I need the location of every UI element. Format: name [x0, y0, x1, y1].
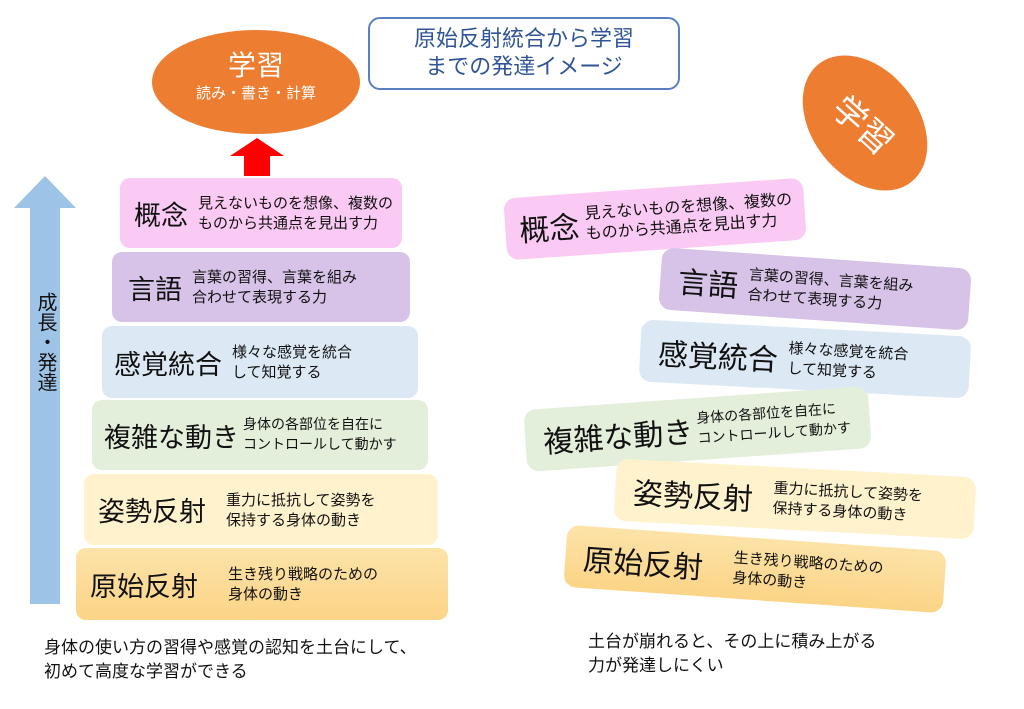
red-up-arrow-icon [230, 138, 284, 176]
desc-line: 身体の動き [228, 585, 304, 603]
title-box: 原始反射統合から学習 までの発達イメージ [368, 17, 680, 90]
level-desc: 重力に抵抗して姿勢を保持する身体の動き [772, 478, 923, 526]
growth-label: 成長・発達 [34, 292, 58, 392]
level-name: 姿勢反射 [98, 497, 206, 528]
level-name: 感覚統合 [114, 349, 222, 381]
desc-line: 言葉の習得、言葉を組み [192, 268, 358, 286]
level-desc: 生き残り戦略のための身体の動き [732, 548, 884, 598]
level-desc: 様々な感覚を統合して知覚する [232, 342, 352, 382]
level-name: 感覚統合 [657, 337, 779, 379]
learning-ellipse-tilted: 学習 [777, 31, 953, 215]
desc-line: して知覚する [232, 363, 322, 381]
level-desc: 生き残り戦略のための身体の動き [228, 564, 378, 604]
desc-line: 身体の各部位を自在に [243, 417, 383, 433]
learning-label: 学習 [227, 49, 284, 82]
level-name: 姿勢反射 [632, 476, 754, 518]
level-name: 概念 [134, 200, 188, 232]
level-language: 言語 言葉の習得、言葉を組み合わせて表現する力 [112, 252, 410, 322]
caption-line: 土台が崩れると、その上に積み上がる [588, 632, 877, 652]
desc-line: コントロールして動かす [243, 437, 397, 453]
level-name: 複雑な動き [104, 422, 239, 454]
caption-right: 土台が崩れると、その上に積み上がる 力が発達しにくい [588, 630, 876, 678]
level-complex-movement: 複雑な動き 身体の各部位を自在にコントロールして動かす [92, 400, 428, 470]
desc-line: 様々な感覚を統合 [232, 343, 353, 361]
collapsed-primitive-reflex: 原始反射 生き残り戦略のための身体の動き [563, 524, 947, 614]
level-desc: 様々な感覚を統合して知覚する [787, 338, 909, 384]
learning-label: 学習 [824, 87, 902, 164]
collapsed-postural-reflex: 姿勢反射 重力に抵抗して姿勢を保持する身体の動き [613, 458, 977, 540]
collapsed-complex-movement: 複雑な動き 身体の各部位を自在にコントロールして動かす [523, 386, 872, 472]
title-line2: までの発達イメージ [425, 55, 623, 80]
desc-line: 重力に抵抗して姿勢を [226, 490, 376, 509]
level-desc: 見えないものを想像、複数のものから共通点を見出す力 [584, 189, 794, 243]
caption-left: 身体の使い方の習得や感覚の認知を土台にして、 初めて高度な学習ができる [44, 636, 417, 684]
level-desc: 重力に抵抗して姿勢を保持する身体の動き [226, 490, 376, 530]
level-desc: 身体の各部位を自在にコントロールして動かす [243, 415, 397, 455]
level-sensory-integration: 感覚統合 様々な感覚を統合して知覚する [102, 326, 418, 398]
learning-ellipse: 学習 読み・書き・計算 [152, 30, 360, 134]
level-postural-reflex: 姿勢反射 重力に抵抗して姿勢を保持する身体の動き [84, 474, 438, 545]
desc-line: 合わせて表現する力 [192, 288, 328, 306]
level-concept: 概念 見えないものを想像、複数のものから共通点を見出す力 [120, 178, 402, 248]
title-line1: 原始反射統合から学習 [413, 27, 634, 52]
level-name: 言語 [128, 274, 182, 306]
caption-line: 初めて高度な学習ができる [44, 662, 248, 682]
level-name: 原始反射 [90, 571, 198, 603]
caption-line: 力が発達しにくい [588, 656, 724, 676]
caption-line: 身体の使い方の習得や感覚の認知を土台にして、 [44, 638, 417, 658]
desc-line: ものから共通点を見出す力 [198, 214, 379, 232]
desc-line: 身体の動き [731, 568, 808, 592]
level-name: 言語 [676, 265, 740, 305]
desc-line: 生き残り戦略のための [228, 565, 379, 583]
level-desc: 見えないものを想像、複数のものから共通点を見出す力 [198, 193, 393, 233]
learning-sub: 読み・書き・計算 [195, 84, 316, 102]
desc-line: 見えないものを想像、複数の [198, 194, 394, 212]
collapsed-language: 言語 言葉の習得、言葉を組み合わせて表現する力 [658, 247, 972, 331]
growth-arrow-icon [14, 176, 76, 604]
collapsed-concept: 概念 見えないものを想像、複数のものから共通点を見出す力 [503, 177, 807, 261]
level-name: 複雑な動き [542, 415, 695, 461]
desc-line: 保持する身体の動き [226, 510, 362, 529]
level-primitive-reflex: 原始反射 生き残り戦略のための身体の動き [76, 548, 448, 620]
level-name: 原始反射 [581, 543, 705, 587]
level-desc: 身体の各部位を自在にコントロールして動かす [696, 398, 852, 449]
collapsed-sensory-integration: 感覚統合 様々な感覚を統合して知覚する [638, 319, 972, 399]
desc-line: して知覚する [787, 359, 878, 382]
level-desc: 言葉の習得、言葉を組み合わせて表現する力 [747, 264, 914, 315]
level-desc: 言葉の習得、言葉を組み合わせて表現する力 [192, 267, 357, 307]
level-name: 概念 [518, 210, 581, 250]
